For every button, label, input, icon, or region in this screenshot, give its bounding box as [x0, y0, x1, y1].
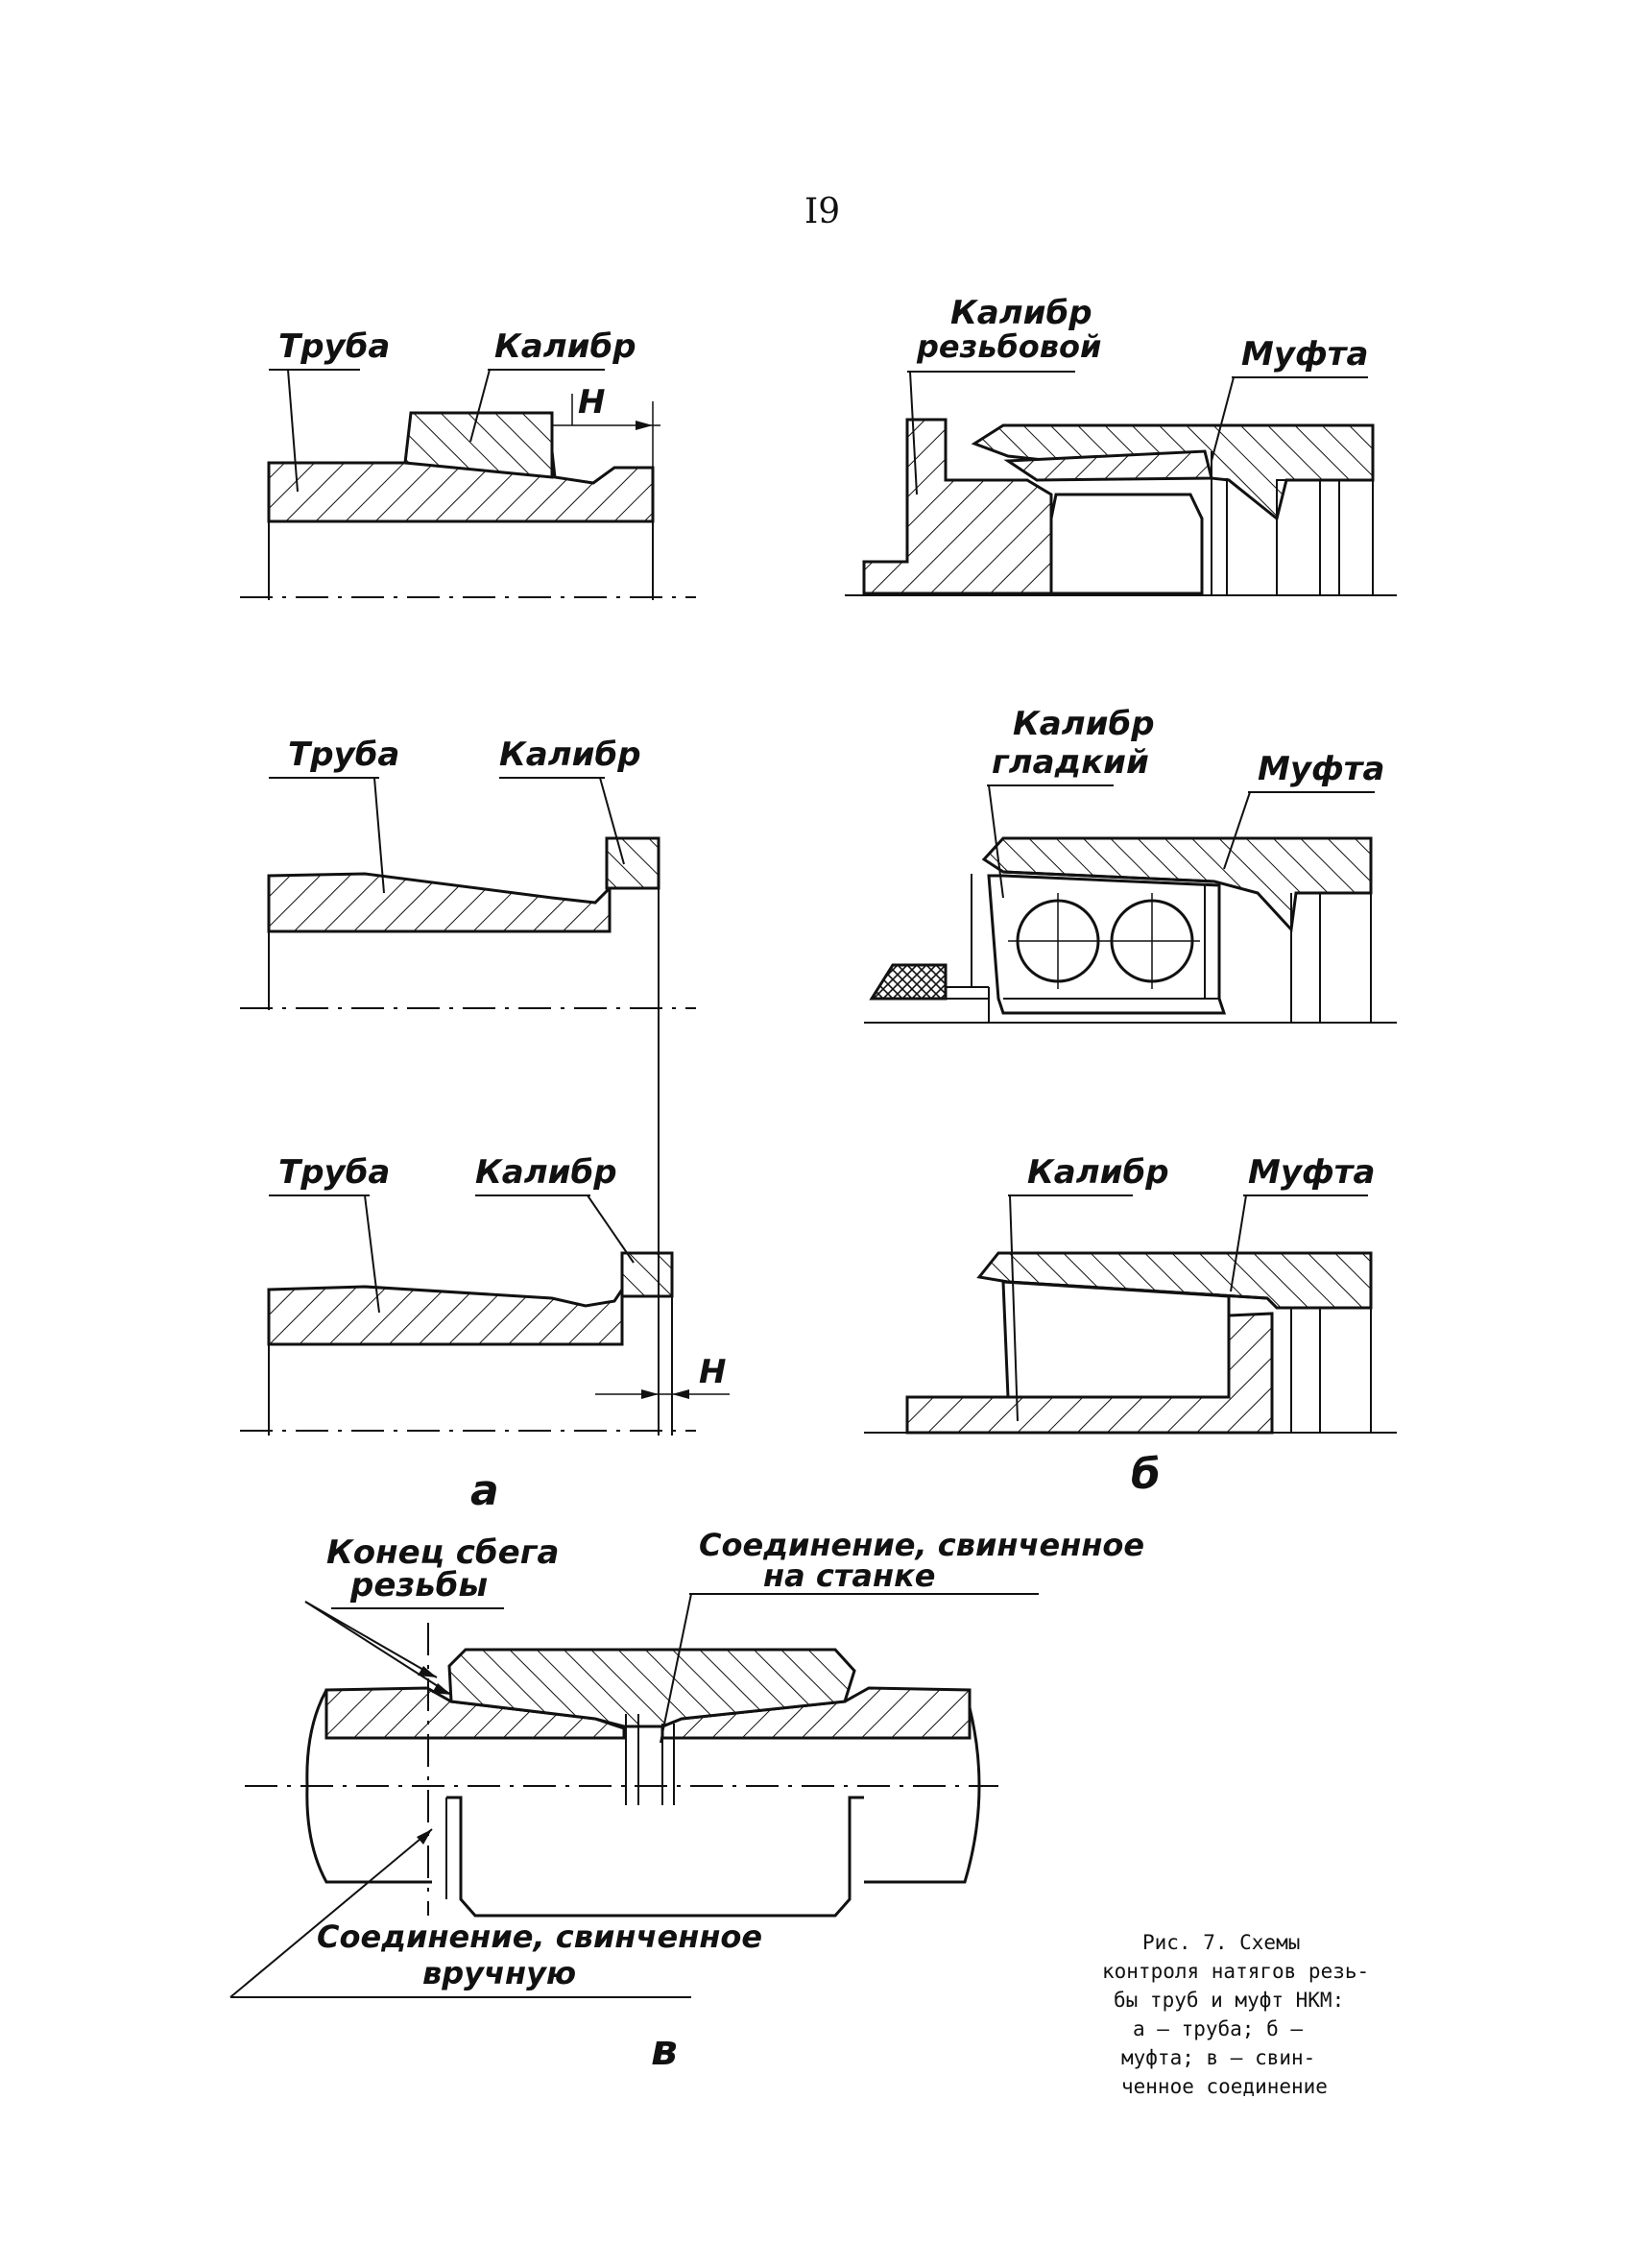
diagram-b-top: Калибр резьбовой Муфта	[845, 294, 1397, 596]
v-runout-label-2: резьбы	[349, 1566, 488, 1604]
b-bot-gauge-label: Калибр	[1027, 1153, 1169, 1192]
label-b: б	[1131, 1450, 1161, 1499]
a-bot-pipe-label: Труба	[278, 1153, 390, 1192]
figure-caption: Рис. 7. Схемы контроля натягов резь- бы …	[1102, 1931, 1369, 2098]
a-top-pipe-label: Труба	[278, 327, 390, 366]
caption-line-1: Рис. 7. Схемы	[1142, 1931, 1300, 1954]
a-bot-dim-label: H	[699, 1353, 726, 1391]
b-top-gauge-label-2: резьбовой	[916, 328, 1101, 365]
b-top-coupling-label: Муфта	[1241, 335, 1368, 374]
v-hand-label-1: Соединение, свинченное	[317, 1918, 762, 1955]
v-machine-label-1: Соединение, свинченное	[699, 1527, 1144, 1563]
caption-line-2: контроля натягов резь-	[1102, 1960, 1369, 1983]
b-mid-gauge-label-1: Калибр	[1013, 705, 1155, 743]
page-number: I9	[804, 192, 840, 231]
diagram-b-bottom: Калибр Муфта	[864, 1153, 1397, 1435]
a-top-gauge-label: Калибр	[494, 327, 636, 366]
caption-line-6: ченное соединение	[1121, 2075, 1328, 2098]
diagram-b-middle: Калибр гладкий Муфта	[864, 705, 1397, 1024]
diagram-a-top: Труба Калибр H	[240, 327, 696, 600]
v-hand-label-2: вручную	[422, 1955, 576, 1991]
b-mid-coupling-label: Муфта	[1258, 750, 1384, 788]
diagram-a-bottom: Труба Калибр H	[240, 1153, 730, 1436]
a-bot-gauge-label: Калибр	[475, 1153, 617, 1192]
a-top-dim-label: H	[578, 383, 605, 422]
caption-line-3: бы труб и муфт НКМ:	[1114, 1989, 1344, 2012]
label-a: а	[470, 1466, 499, 1515]
diagram-v: Конец сбега резьбы Соединение, свинченно…	[229, 1527, 1144, 1998]
b-mid-gauge-label-2: гладкий	[992, 743, 1149, 782]
v-machine-label-2: на станке	[763, 1557, 935, 1594]
a-mid-pipe-label: Труба	[288, 736, 399, 774]
v-runout-label-1: Конец сбега	[326, 1533, 559, 1572]
caption-line-5: муфта; в – свин-	[1121, 2046, 1315, 2069]
label-v: в	[651, 2026, 678, 2075]
a-mid-gauge-label: Калибр	[499, 736, 641, 774]
b-bot-coupling-label: Муфта	[1248, 1153, 1375, 1192]
b-top-gauge-label-1: Калибр	[950, 294, 1092, 332]
diagram-a-middle: Труба Калибр	[240, 736, 696, 1010]
caption-line-4: а – труба; б –	[1133, 2017, 1303, 2040]
